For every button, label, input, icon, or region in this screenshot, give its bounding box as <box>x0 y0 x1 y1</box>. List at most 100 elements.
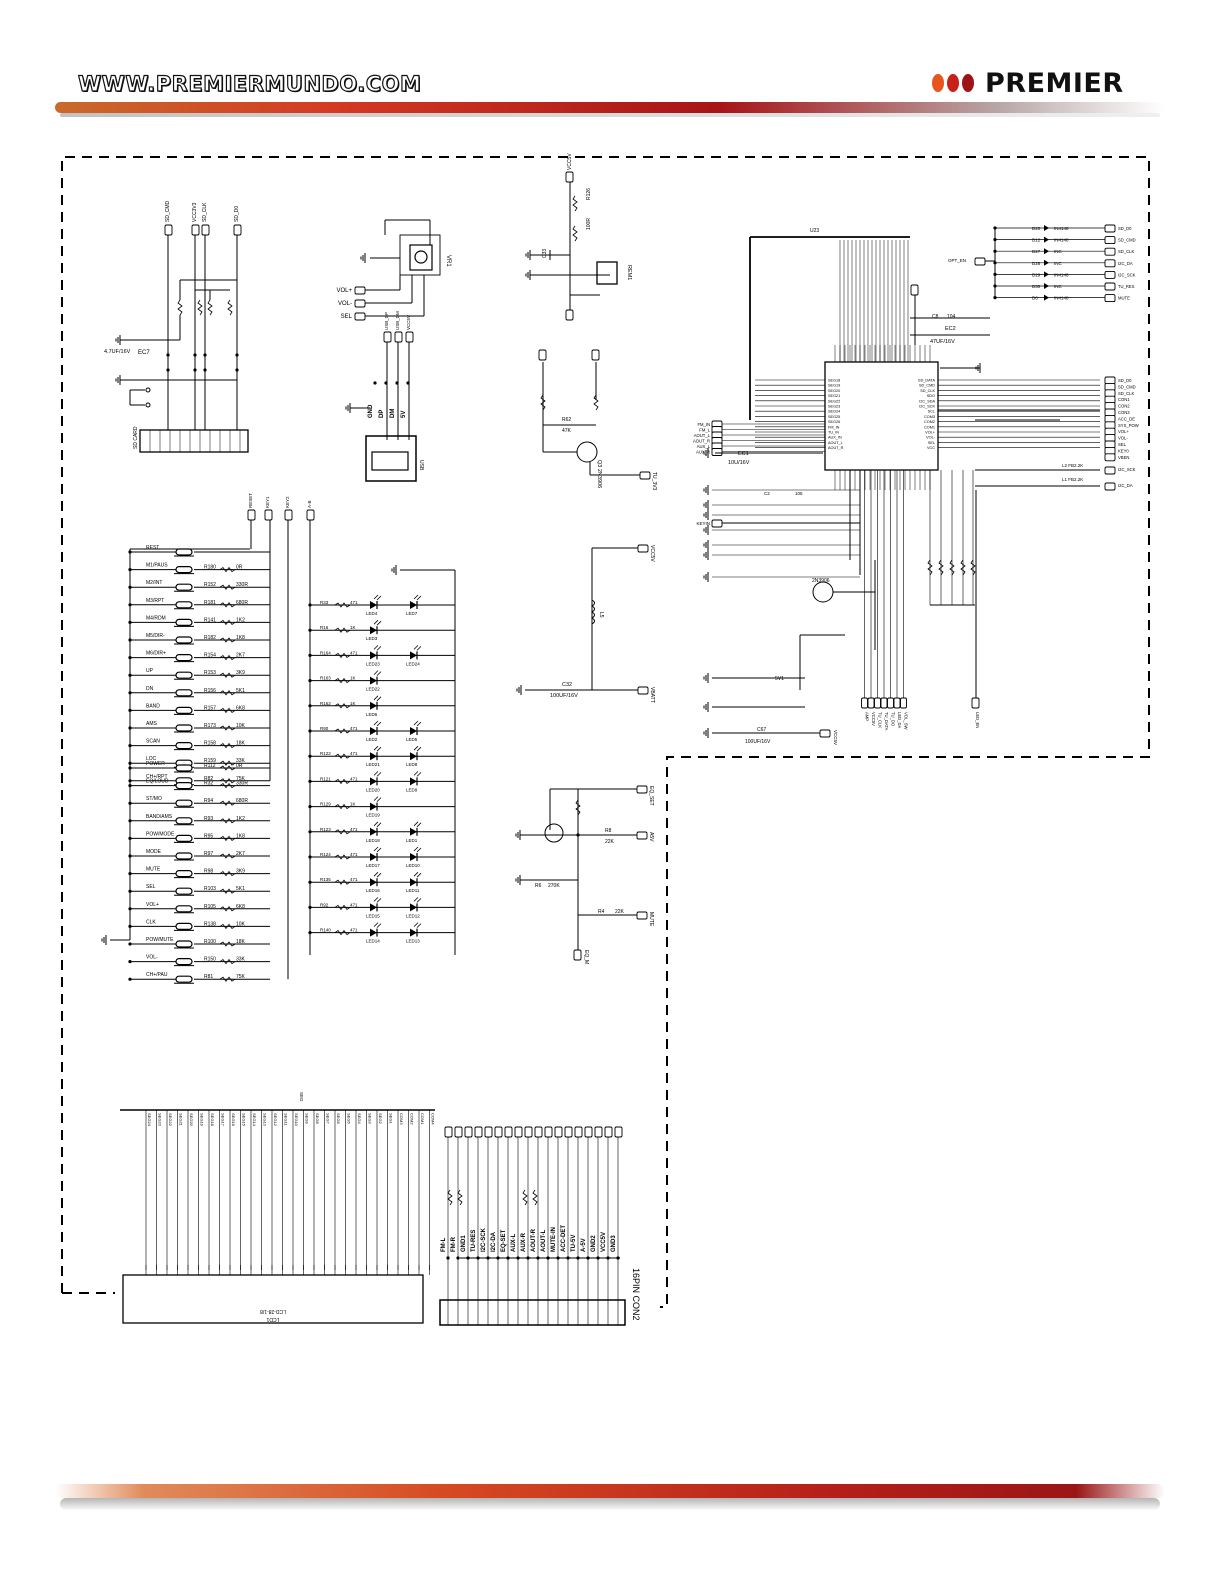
led-res-value: 471 <box>350 726 358 731</box>
lcd-seg-label: SEG10 <box>294 1113 299 1127</box>
c67-value: 100UF/16V <box>745 739 771 745</box>
led-arrow <box>416 772 422 777</box>
mcu-left-pin: AOUT_R <box>828 446 844 450</box>
resistor <box>219 778 236 784</box>
key-res-ref: R150 <box>204 957 216 963</box>
key-label: MUTE <box>146 867 161 873</box>
mcu-left-pin: SEG23 <box>828 405 840 409</box>
mcu-bottom-net: LED_EN <box>975 712 980 728</box>
lcd-seg-label: SEG18 <box>210 1113 215 1127</box>
ec1-ref: EC1 <box>738 451 749 457</box>
encoder-outline <box>399 234 441 276</box>
con2-pin-label: FM-L <box>441 1237 447 1252</box>
net-flag <box>880 697 888 709</box>
diode-ref: D12 <box>1032 238 1041 243</box>
led-diode <box>410 651 417 660</box>
mcu-left-pin: SEG19 <box>828 384 840 388</box>
resistor <box>219 654 236 661</box>
c8-ref: C8 <box>932 314 939 320</box>
sd-card-connector <box>139 429 249 453</box>
junction-dot <box>235 368 239 372</box>
led-res-value: 471 <box>350 776 358 781</box>
resistor <box>572 195 578 212</box>
junction-dot <box>128 960 132 964</box>
resistor <box>219 941 236 947</box>
usb-net-flag <box>383 331 392 343</box>
key-label: CLK <box>146 919 156 925</box>
key-switch <box>175 653 193 662</box>
junction-dot <box>203 368 207 372</box>
key-res-ref: R100 <box>204 939 216 945</box>
junction-dot <box>128 779 132 783</box>
led-arrow <box>376 872 382 878</box>
resistor <box>219 870 236 877</box>
led-res-ref: R140 <box>320 928 331 933</box>
lcd-seg-label: SEG7 <box>326 1113 331 1124</box>
diode-net: I2C_SCK <box>1118 272 1136 277</box>
key-res-ref: R98 <box>204 869 213 875</box>
junction-dot <box>203 353 207 357</box>
lcd-ref: LCD1 <box>266 1316 279 1322</box>
resistor <box>219 818 236 824</box>
lcd-seg-label: SEG5 <box>347 1113 352 1124</box>
ec1-value: 10U/16V <box>728 460 750 466</box>
resistor <box>532 1189 538 1206</box>
led-res-value: 471 <box>350 928 358 933</box>
key-switch <box>175 671 193 679</box>
mcu-net-label: SYS_POW <box>1118 423 1139 428</box>
website-url[interactable]: WWW.PREMIERMUNDO.COM <box>77 71 422 96</box>
net-flag <box>1104 466 1116 475</box>
resistor <box>219 690 236 696</box>
con2-pin-label: TU-RES <box>471 1230 477 1252</box>
lcd-seg-label: SEG8 <box>315 1113 320 1124</box>
led-arrow <box>376 646 382 651</box>
lcd-seg-label: COM1 <box>420 1113 425 1125</box>
led-arrow <box>413 922 419 927</box>
con2-net-flag <box>614 1126 623 1138</box>
mcu-net-label: SD_CLK <box>1118 391 1134 396</box>
led-arrow <box>413 846 419 852</box>
net-flag <box>910 284 919 296</box>
mcu-left-pin: SEG18 <box>828 379 840 383</box>
net-flag <box>819 729 831 738</box>
mcu-left-pin: AUX_IN <box>828 436 842 440</box>
led-arrow <box>373 871 379 877</box>
resistor <box>219 853 236 859</box>
key-res-value: 330R <box>236 781 248 787</box>
key-res-value: 75K <box>236 776 246 782</box>
led-res-ref: R90 <box>320 726 329 731</box>
resistor <box>219 619 236 626</box>
key-label: POWER <box>146 761 165 767</box>
diode <box>1044 271 1049 278</box>
led-diode <box>410 853 417 861</box>
key-switch <box>175 799 193 807</box>
led-diode <box>410 878 417 887</box>
con2-net-flag <box>534 1126 543 1138</box>
junction-dot <box>308 931 312 935</box>
key-label: M1/PAUS <box>146 563 168 569</box>
led-res-ref: R124 <box>320 852 331 857</box>
key-res-value: 1K2 <box>236 617 245 623</box>
led-res-ref: R135 <box>320 877 331 882</box>
key-label: REST <box>146 545 159 551</box>
mcu-net-label: SD_CMD <box>1118 384 1136 389</box>
led-res-value: 471 <box>350 852 358 857</box>
lcd-seg-label: COM2 <box>410 1113 415 1125</box>
q3-label: Q3 2N3906 <box>596 460 602 488</box>
r6-ref: R6 <box>535 883 542 889</box>
key-res-ref: R180 <box>204 565 216 571</box>
resistor <box>334 703 351 709</box>
led-res-value: 471 <box>350 902 358 907</box>
key-switch <box>175 764 193 772</box>
key-res-ref: R182 <box>204 635 216 641</box>
mcu-left-pin: SEG21 <box>828 394 840 398</box>
junction-dot <box>308 628 312 632</box>
junction-dot <box>456 1256 460 1260</box>
con2-net-flag <box>554 1126 563 1138</box>
i2c-net: I2C_SCK <box>1118 467 1136 472</box>
key-switch <box>175 817 193 825</box>
resistor <box>575 799 581 816</box>
key-switch <box>175 940 193 948</box>
led-arrow <box>373 619 379 625</box>
resistor <box>334 602 351 608</box>
